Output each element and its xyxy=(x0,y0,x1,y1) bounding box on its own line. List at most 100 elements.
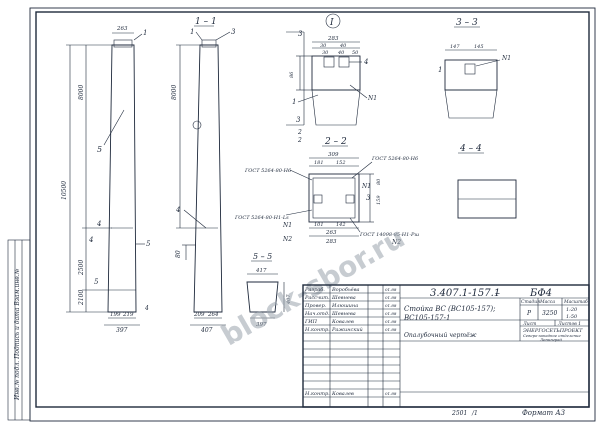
tb-item-name: Стойка ВС (ВС105-157); xyxy=(404,305,495,313)
callout-5b-main: 5 xyxy=(146,240,151,248)
node-1-detail xyxy=(286,31,361,126)
s5-dim-w: 417 xyxy=(255,268,267,274)
main-column xyxy=(66,39,140,326)
s2-callout-3: 3 xyxy=(366,194,371,202)
tb-org3: Ленинград xyxy=(539,337,562,342)
s2-dim-b: 152 xyxy=(336,160,346,166)
footer-format: Формат А3 xyxy=(522,409,566,417)
s2-n1-b: N1 xyxy=(361,183,371,190)
node-dim-top: 30 xyxy=(320,43,327,49)
tb-date-2: 01.88 xyxy=(385,303,397,308)
node-callout-3b: 3 xyxy=(296,116,301,124)
dim-top-w: 263 xyxy=(116,26,128,32)
s2-gost-b: ГОСТ 5264-80-Н6 xyxy=(371,156,419,162)
tb-kontr-role: Н.контр. xyxy=(304,391,330,397)
node-dim-b: 30 xyxy=(322,50,329,56)
section-4-4 xyxy=(457,179,517,219)
s2-dim-f: 283 xyxy=(325,239,337,245)
tb-role-3: Нач.отд. xyxy=(304,311,330,317)
node-callout-3a: 3 xyxy=(298,30,303,38)
tb-role-1: Рассчит. xyxy=(304,295,330,301)
callout-5c-main: 5 xyxy=(94,278,99,286)
tb-code: 3.407.1-157.1 xyxy=(430,288,500,299)
dim-lower-a: 2500 xyxy=(78,260,85,276)
tb-sheets-h: Листов xyxy=(557,321,577,327)
tb-item-name2: ВС105-157-1 xyxy=(403,314,450,322)
tb-kontr-date: 01.88 xyxy=(385,391,397,396)
tb-stage-h: Стадия xyxy=(521,299,540,305)
tb-scale-h: Масштаб xyxy=(563,298,588,305)
dim-base-a: 199 xyxy=(110,312,121,318)
node-n1: N1 xyxy=(367,95,377,102)
tb-date-0: 01.88 xyxy=(385,287,397,292)
node-1-marker xyxy=(325,13,341,29)
section-2-2-label: 2 – 2 xyxy=(324,137,347,147)
s3-callout-1: 1 xyxy=(438,66,442,74)
dim-side-8000: 8000 xyxy=(171,85,178,100)
node-1-label: I xyxy=(329,18,334,28)
left-strip-text: Инв.№ подл. Подпись и дата Взам.инв.№ xyxy=(14,268,21,401)
s2-dim-d: 101 xyxy=(314,222,324,228)
node-dim-d: 40 xyxy=(337,50,345,56)
dim-mid-b: 264 xyxy=(207,312,219,318)
s2-dim-g: 80 xyxy=(376,178,382,185)
callout-5-main: 5 xyxy=(97,145,102,154)
tb-sheet-h: Лист xyxy=(522,321,536,327)
node-dim-e: 50 xyxy=(352,50,359,56)
node-dim-w: 283 xyxy=(327,36,339,42)
tb-stage: Р xyxy=(526,310,532,317)
footer-num: 2501 xyxy=(451,410,467,417)
node-dim-a: 40 xyxy=(339,43,347,49)
s2-dim-v: 159 xyxy=(376,195,382,205)
tb-name-5: Ражинский xyxy=(331,327,363,333)
section-4-4-label: 4 – 4 xyxy=(459,144,482,154)
footer-slash: /1 xyxy=(471,410,478,417)
callout-3-side: 3 xyxy=(231,28,236,36)
callout-4-side: 4 xyxy=(175,206,180,214)
tb-org1: ЭНЕРГОСЕТЬПРОЕКТ xyxy=(523,328,583,334)
tb-role-4: ГИП xyxy=(304,319,318,325)
tb-date-4: 01.88 xyxy=(385,319,397,324)
tb-dash: – xyxy=(495,288,500,299)
dim-base-w: 397 xyxy=(116,327,128,334)
side-column xyxy=(176,39,226,326)
s2-n2-a: N2 xyxy=(282,236,292,243)
node-callout-2b: 2 xyxy=(297,137,302,144)
tb-mass: 3250 xyxy=(542,310,557,317)
s2-dim-a: 181 xyxy=(314,160,324,166)
s2-n1-a: N1 xyxy=(282,222,292,229)
tb-sheets: 1 xyxy=(578,321,581,327)
tb-scale-a: 1:20 xyxy=(566,307,578,313)
callout-4c-main: 4 xyxy=(144,305,149,312)
title-block xyxy=(302,284,590,408)
section-1-1-label: 1 – 1 xyxy=(195,17,217,27)
dim-base-b: 219 xyxy=(122,312,134,318)
node-dim-c: 86 xyxy=(289,71,295,78)
section-5-5-label: 5 – 5 xyxy=(253,252,272,261)
section-2-2 xyxy=(308,157,374,237)
tb-kontr-name: Ковалев xyxy=(331,391,354,397)
node-callout-4: 4 xyxy=(363,58,368,66)
callout-1-side: 1 xyxy=(190,28,194,36)
section-5-5 xyxy=(246,273,285,319)
tb-drawing-type: Опалубочный чертёж xyxy=(404,332,477,339)
s5-dim-h: 407 xyxy=(286,294,292,305)
s2-dim-w: 309 xyxy=(328,152,339,158)
dim-lower-b: 2100 xyxy=(78,290,85,306)
inner-frame xyxy=(35,11,590,408)
tb-org2: Северо-западное отделение xyxy=(523,333,581,338)
callout-4-main: 4 xyxy=(96,220,101,228)
tb-role-2: Провер. xyxy=(304,303,327,309)
dim-total-height: 10500 xyxy=(61,181,68,200)
s2-dim-c: 142 xyxy=(336,222,346,228)
tb-name-4: Ковалев xyxy=(331,319,354,325)
s3-n1: N1 xyxy=(501,55,511,62)
tb-mark: БФ4 xyxy=(529,288,552,299)
s5-dim-b: 397 xyxy=(256,322,267,328)
s2-n2-b: N2 xyxy=(391,239,401,246)
s2-gost-a: ГОСТ 5264-80-Н6 xyxy=(244,168,292,174)
tb-date-1: 01.88 xyxy=(385,295,397,300)
tb-mass-h: Масса xyxy=(539,299,555,305)
